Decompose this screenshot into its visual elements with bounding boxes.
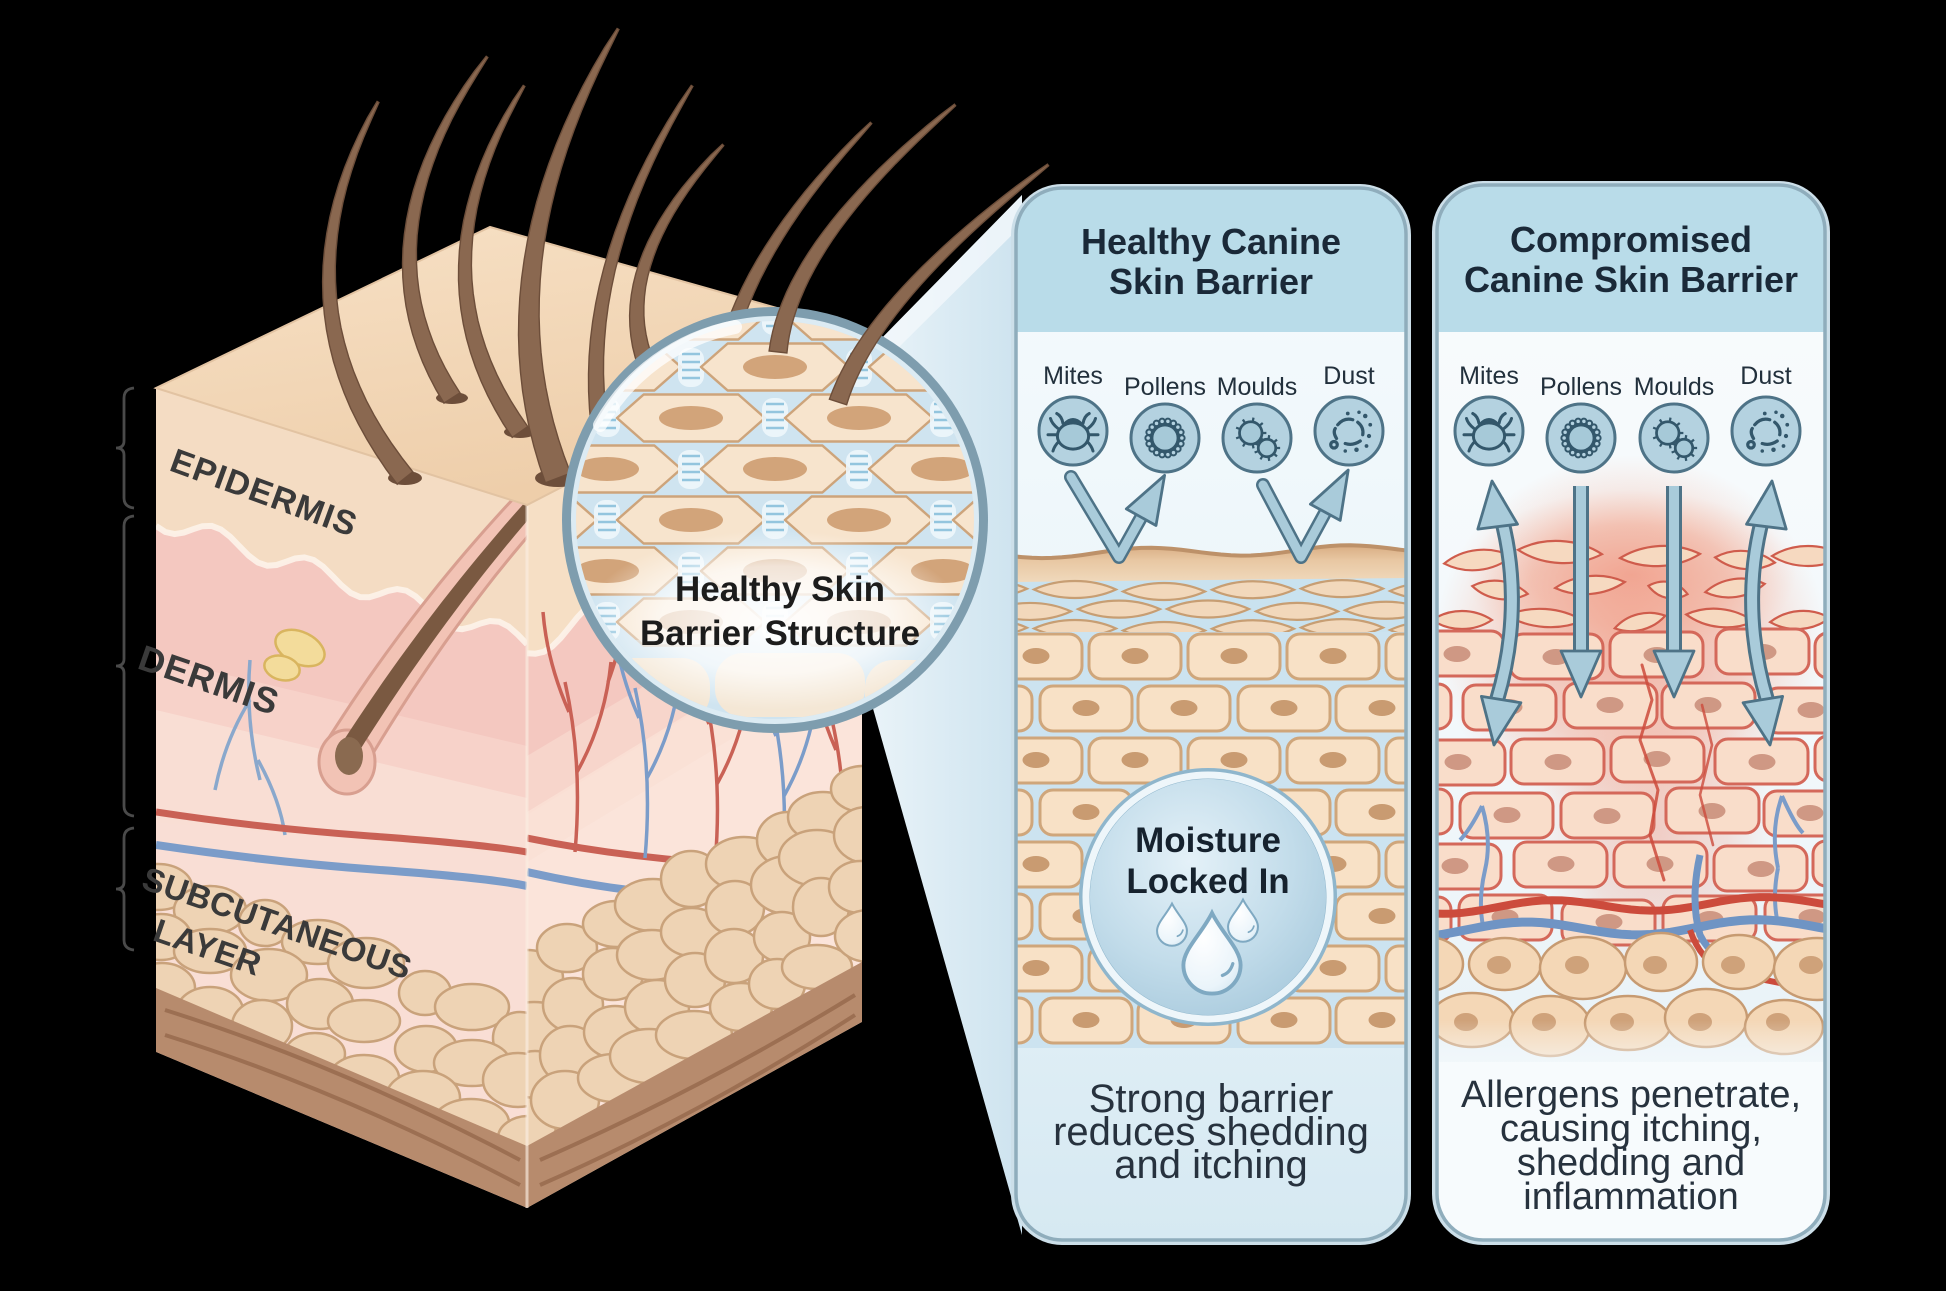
svg-text:Strong barrier: Strong barrier: [1089, 1077, 1334, 1121]
svg-text:Mites: Mites: [1459, 362, 1519, 390]
svg-text:Compromised: Compromised: [1510, 219, 1752, 260]
svg-text:Allergens penetrate,: Allergens penetrate,: [1461, 1074, 1801, 1116]
svg-text:Pollens: Pollens: [1540, 373, 1622, 401]
svg-text:inflammation: inflammation: [1523, 1176, 1738, 1218]
svg-text:Healthy Skin: Healthy Skin: [675, 570, 885, 609]
svg-text:Moulds: Moulds: [1217, 373, 1298, 401]
svg-text:reduces shedding: reduces shedding: [1053, 1110, 1369, 1154]
svg-text:Mites: Mites: [1043, 362, 1103, 390]
svg-text:Moisture: Moisture: [1135, 821, 1281, 860]
svg-text:Locked In: Locked In: [1126, 862, 1289, 901]
svg-text:Skin Barrier: Skin Barrier: [1109, 261, 1313, 302]
svg-text:Pollens: Pollens: [1124, 373, 1206, 401]
svg-text:Dust: Dust: [1323, 362, 1374, 390]
svg-text:Barrier Structure: Barrier Structure: [640, 614, 920, 653]
svg-text:Moulds: Moulds: [1634, 373, 1715, 401]
svg-text:Healthy Canine: Healthy Canine: [1081, 221, 1341, 262]
svg-text:shedding and: shedding and: [1517, 1142, 1745, 1184]
svg-text:and itching: and itching: [1114, 1143, 1307, 1187]
svg-text:causing itching,: causing itching,: [1500, 1108, 1762, 1150]
svg-text:Dust: Dust: [1740, 362, 1791, 390]
svg-text:Canine Skin Barrier: Canine Skin Barrier: [1464, 259, 1798, 300]
